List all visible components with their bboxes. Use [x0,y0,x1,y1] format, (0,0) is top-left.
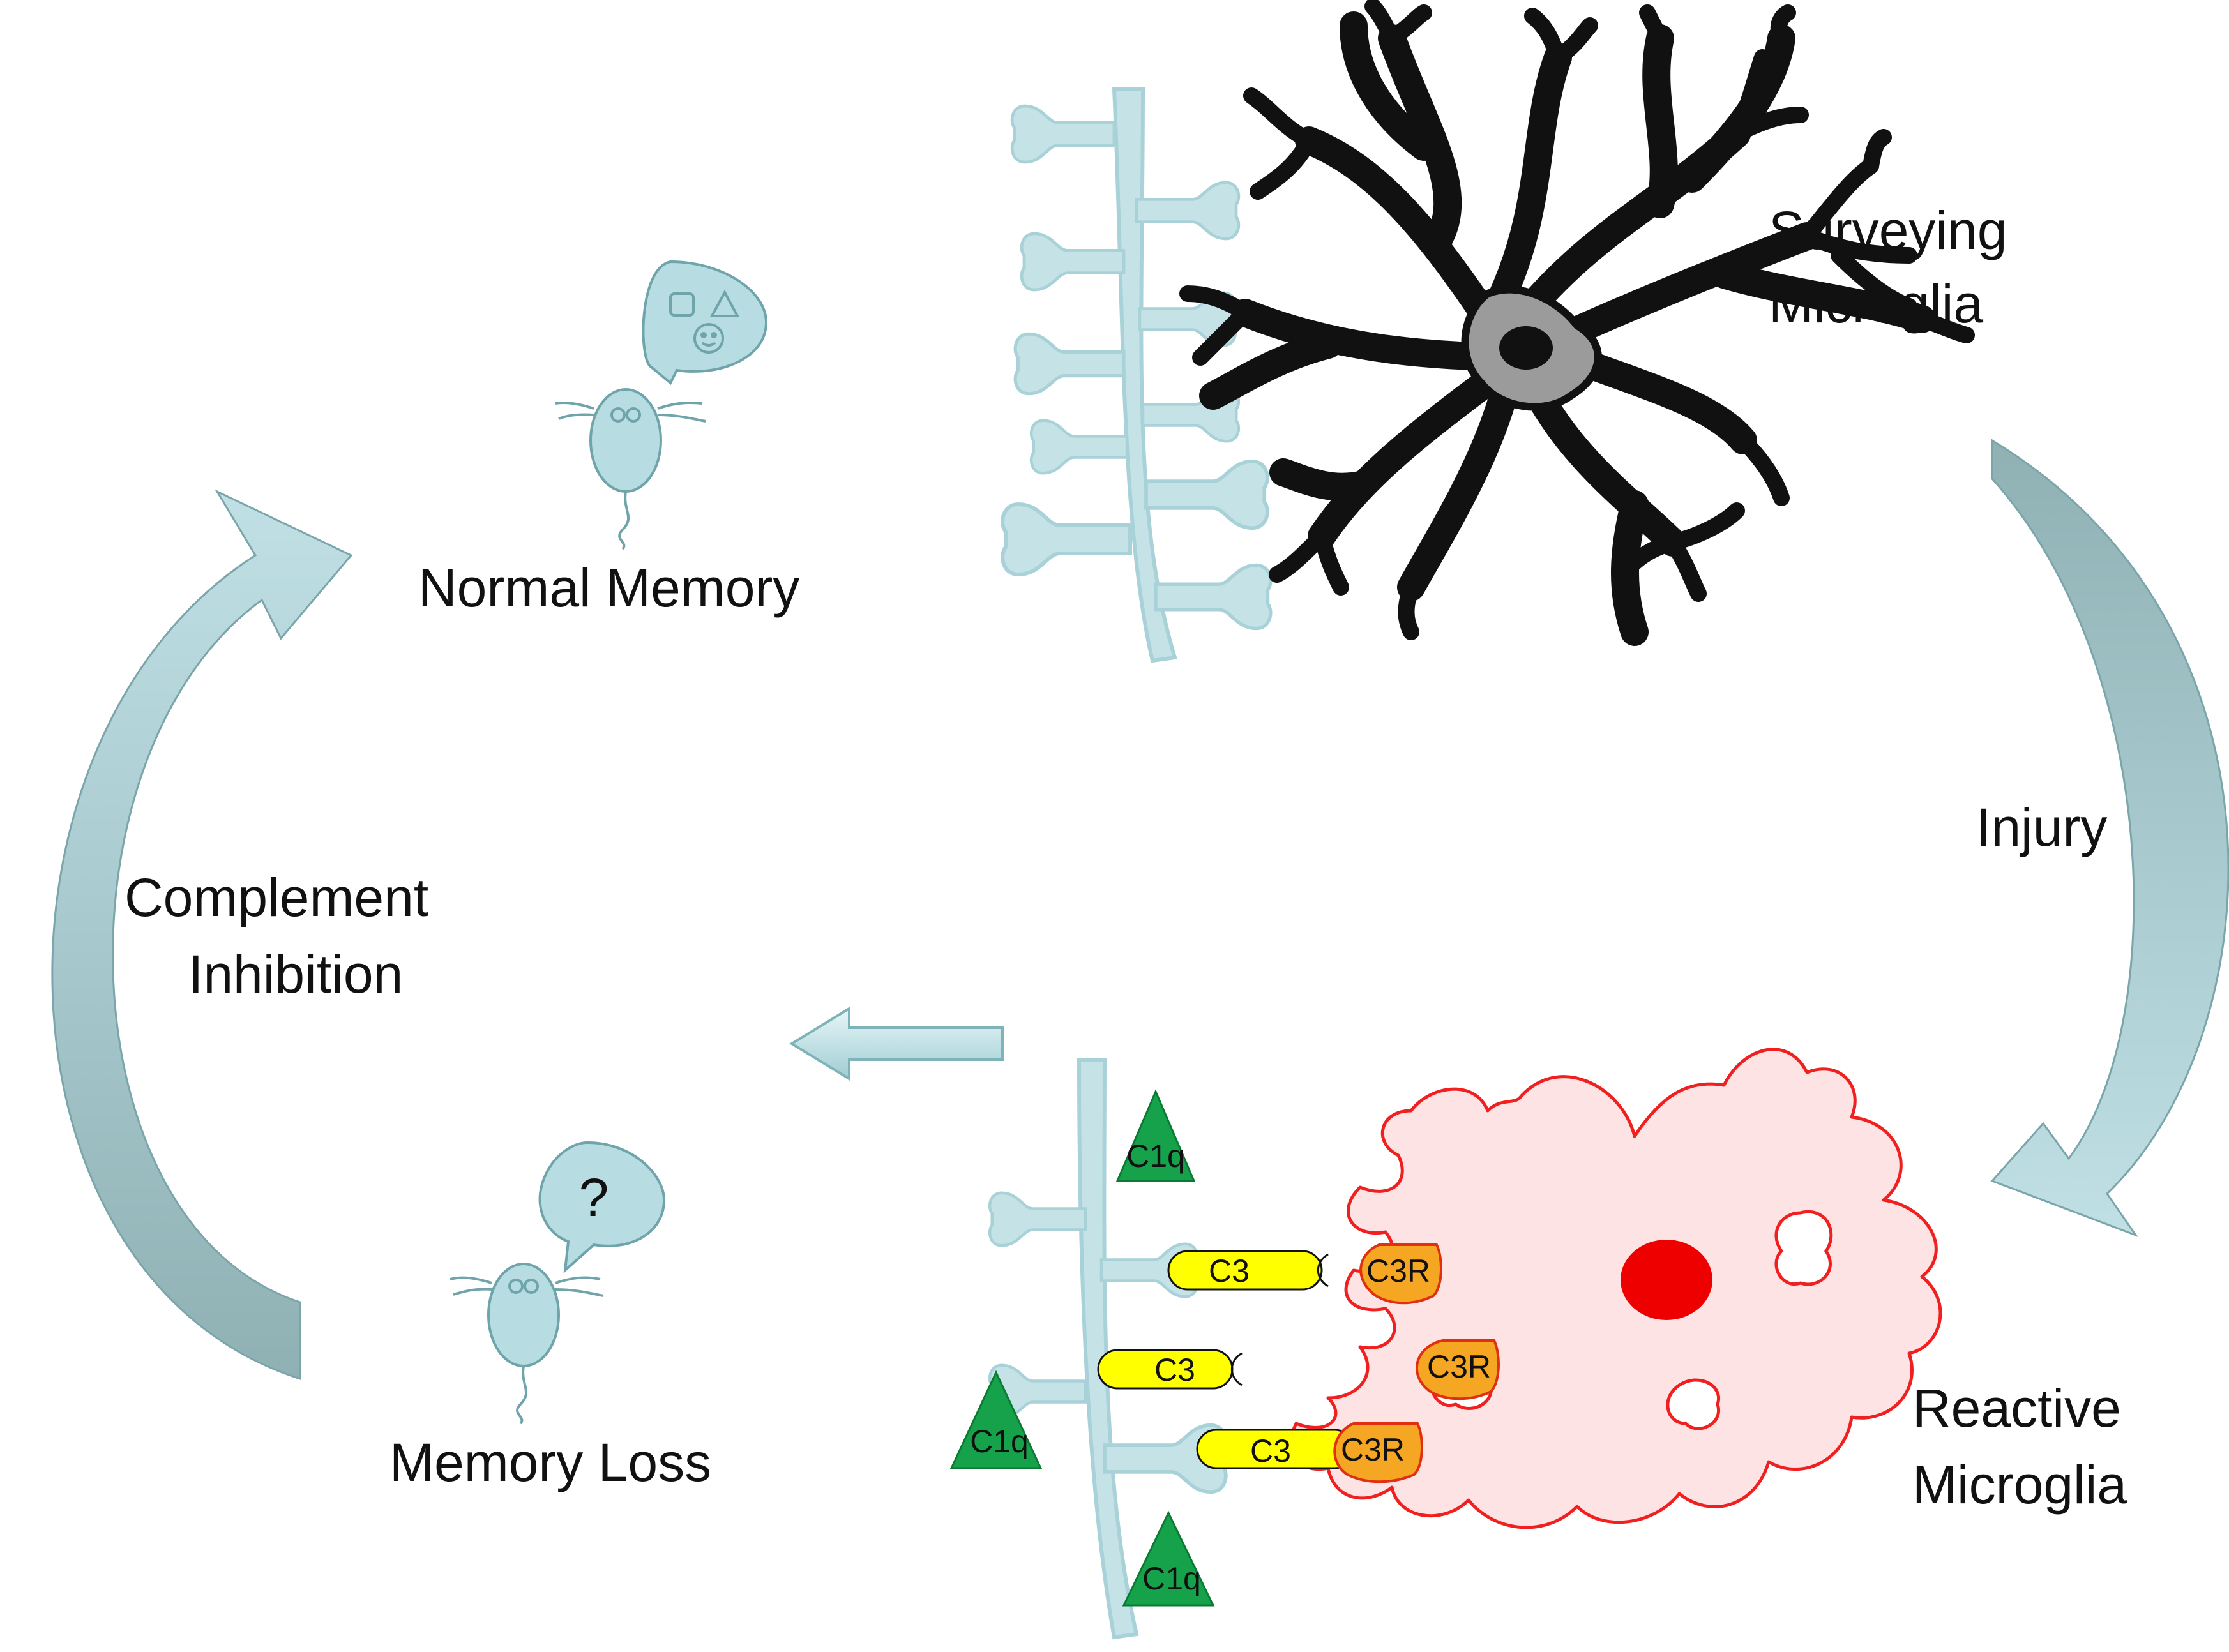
svg-text:C1q: C1q [1126,1138,1185,1174]
complement-inhibition-label-1: Complement [125,867,428,927]
svg-text:?: ? [579,1168,609,1228]
complement-inhibition-arrow [51,489,353,1381]
c1q-tag-1: C1q [1115,1089,1196,1182]
c3-molecule-2: C3 [1097,1349,1243,1390]
svg-text:C3: C3 [1209,1253,1250,1289]
reactive-microglia-label-2: Microglia [1912,1455,2127,1515]
svg-text:C1q: C1q [970,1423,1029,1459]
c3r-receptor-2: C3R [1415,1339,1500,1400]
injury-arrow [1990,439,2229,1238]
surveying-microglia [1179,0,1975,646]
surveying-microglia-label-2: Microglia [1769,274,1983,334]
normal-memory-label: Normal Memory [418,558,799,618]
complement-inhibition-label-2: Inhibition [188,944,403,1004]
svg-text:C3R: C3R [1366,1253,1430,1289]
left-arrow [789,1006,1004,1081]
svg-text:C3R: C3R [1341,1432,1405,1468]
svg-text:C1q: C1q [1142,1561,1201,1596]
reactive-microglia [1289,1048,1942,1529]
injury-label: Injury [1976,797,2107,857]
healthy-dendrite [1002,87,1271,663]
surveying-microglia-label-1: Surveying [1769,200,2007,260]
svg-text:C3R: C3R [1427,1349,1491,1385]
c3-c3r-group: C3 C3 C3 C3R C3R C3R [1097,1243,1500,1483]
c1q-group: C1q C1q C1q [949,1089,1215,1607]
thought-shapes-icon [669,289,740,354]
svg-text:C3: C3 [1250,1433,1291,1469]
tagged-dendrite [990,1058,1226,1640]
normal-memory-mouse [555,260,768,550]
memory-loss-label: Memory Loss [389,1432,711,1492]
c3-molecule-1: C3 [1167,1250,1329,1291]
c1q-tag-2: C1q [949,1370,1043,1469]
svg-text:C3: C3 [1154,1352,1195,1388]
c3-molecule-3: C3 [1196,1429,1355,1469]
c1q-tag-3: C1q [1122,1510,1215,1607]
memory-loss-mouse: ? [450,1141,666,1425]
reactive-nucleus [1621,1240,1712,1320]
reactive-microglia-label-1: Reactive [1912,1378,2121,1438]
c3r-receptor-3: C3R [1333,1422,1423,1483]
c3r-receptor-1: C3R [1359,1243,1442,1305]
